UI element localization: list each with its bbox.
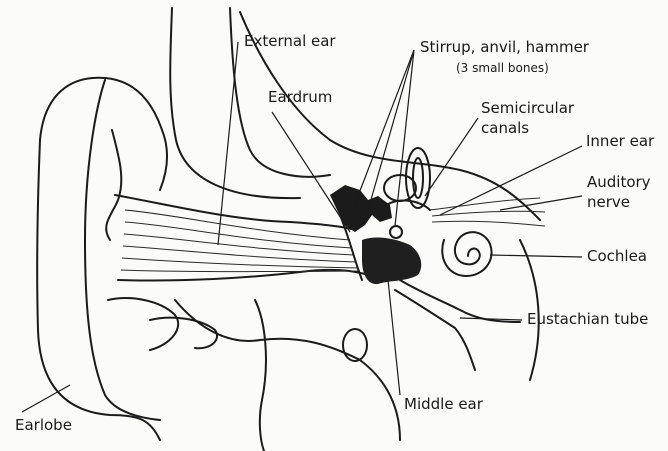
- antihelix: [106, 130, 121, 240]
- middle-ear-cavity: [362, 238, 421, 285]
- label-eardrum: Eardrum: [268, 89, 332, 106]
- label-external-ear: External ear: [244, 33, 336, 50]
- jaw-contour-2: [255, 300, 266, 451]
- label-semicircular-1: Semicircular: [481, 100, 574, 117]
- pinna-inner-fold: [85, 80, 160, 420]
- lower-fold: [150, 318, 217, 349]
- cochlea-spiral: [442, 232, 491, 276]
- tragus-fold: [108, 298, 178, 350]
- label-auditory-1: Auditory: [587, 174, 651, 191]
- label-earlobe: Earlobe: [15, 417, 72, 434]
- label-inner-ear: Inner ear: [586, 133, 654, 150]
- label-ossicles: Stirrup, anvil, hammer: [420, 39, 589, 56]
- condyle-shape: [343, 329, 367, 361]
- label-semicircular-2: canals: [481, 120, 529, 137]
- label-cochlea: Cochlea: [587, 248, 647, 265]
- eustachian-tube-shape-2: [395, 290, 475, 370]
- label-middle-ear: Middle ear: [404, 396, 483, 413]
- eustachian-tube-shape: [400, 280, 520, 322]
- stirrup-shape: [390, 226, 402, 238]
- semicircular-canals-shape: [380, 148, 430, 210]
- ear-canal-hatching: [121, 210, 360, 272]
- jaw-contour: [175, 300, 400, 440]
- label-auditory-2: nerve: [587, 194, 630, 211]
- label-ossicles-note: (3 small bones): [456, 62, 549, 75]
- label-eustachian-tube: Eustachian tube: [527, 311, 648, 328]
